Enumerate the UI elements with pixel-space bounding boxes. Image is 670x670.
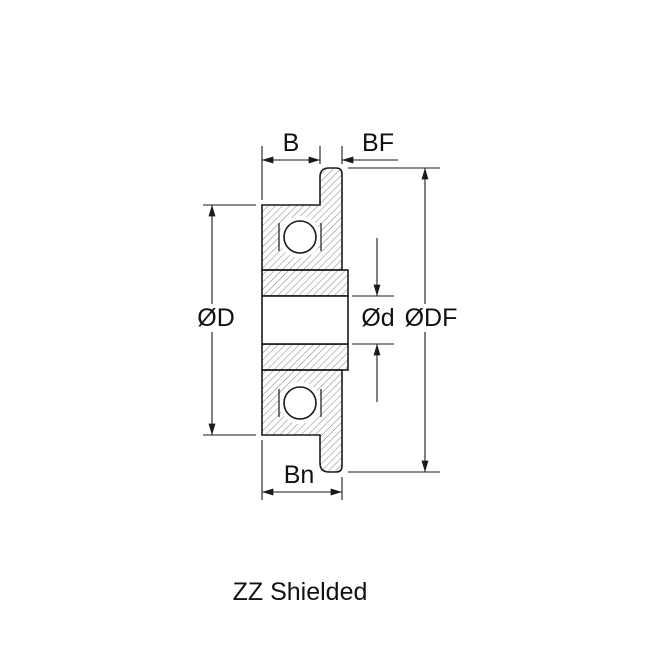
dimension-outer-diameter: ØD (192, 204, 256, 436)
dimension-label-odf: ØDF (405, 304, 458, 332)
ball-bottom (283, 386, 317, 420)
ball-top (283, 220, 317, 254)
dimension-label-od: ØD (197, 304, 235, 332)
inner-ring-top-section (261, 269, 349, 297)
dimension-flange-diameter: ØDF (348, 167, 463, 473)
inner-ring-bottom-section (261, 343, 349, 371)
dimension-flange-width-bf: BF (341, 129, 398, 164)
bearing-drawing (261, 167, 349, 473)
caption-text: ZZ Shielded (233, 578, 368, 606)
bore (261, 295, 349, 345)
dimension-label-b: B (283, 129, 300, 157)
dimension-label-od-small: Ød (361, 304, 394, 332)
dimension-width-b: B (261, 129, 321, 200)
dimension-label-bn: Bn (284, 461, 315, 489)
dimension-bore-diameter: Ød (352, 238, 395, 402)
dimension-inner-width-bn: Bn (261, 440, 343, 500)
dimension-label-bf: BF (362, 129, 394, 157)
